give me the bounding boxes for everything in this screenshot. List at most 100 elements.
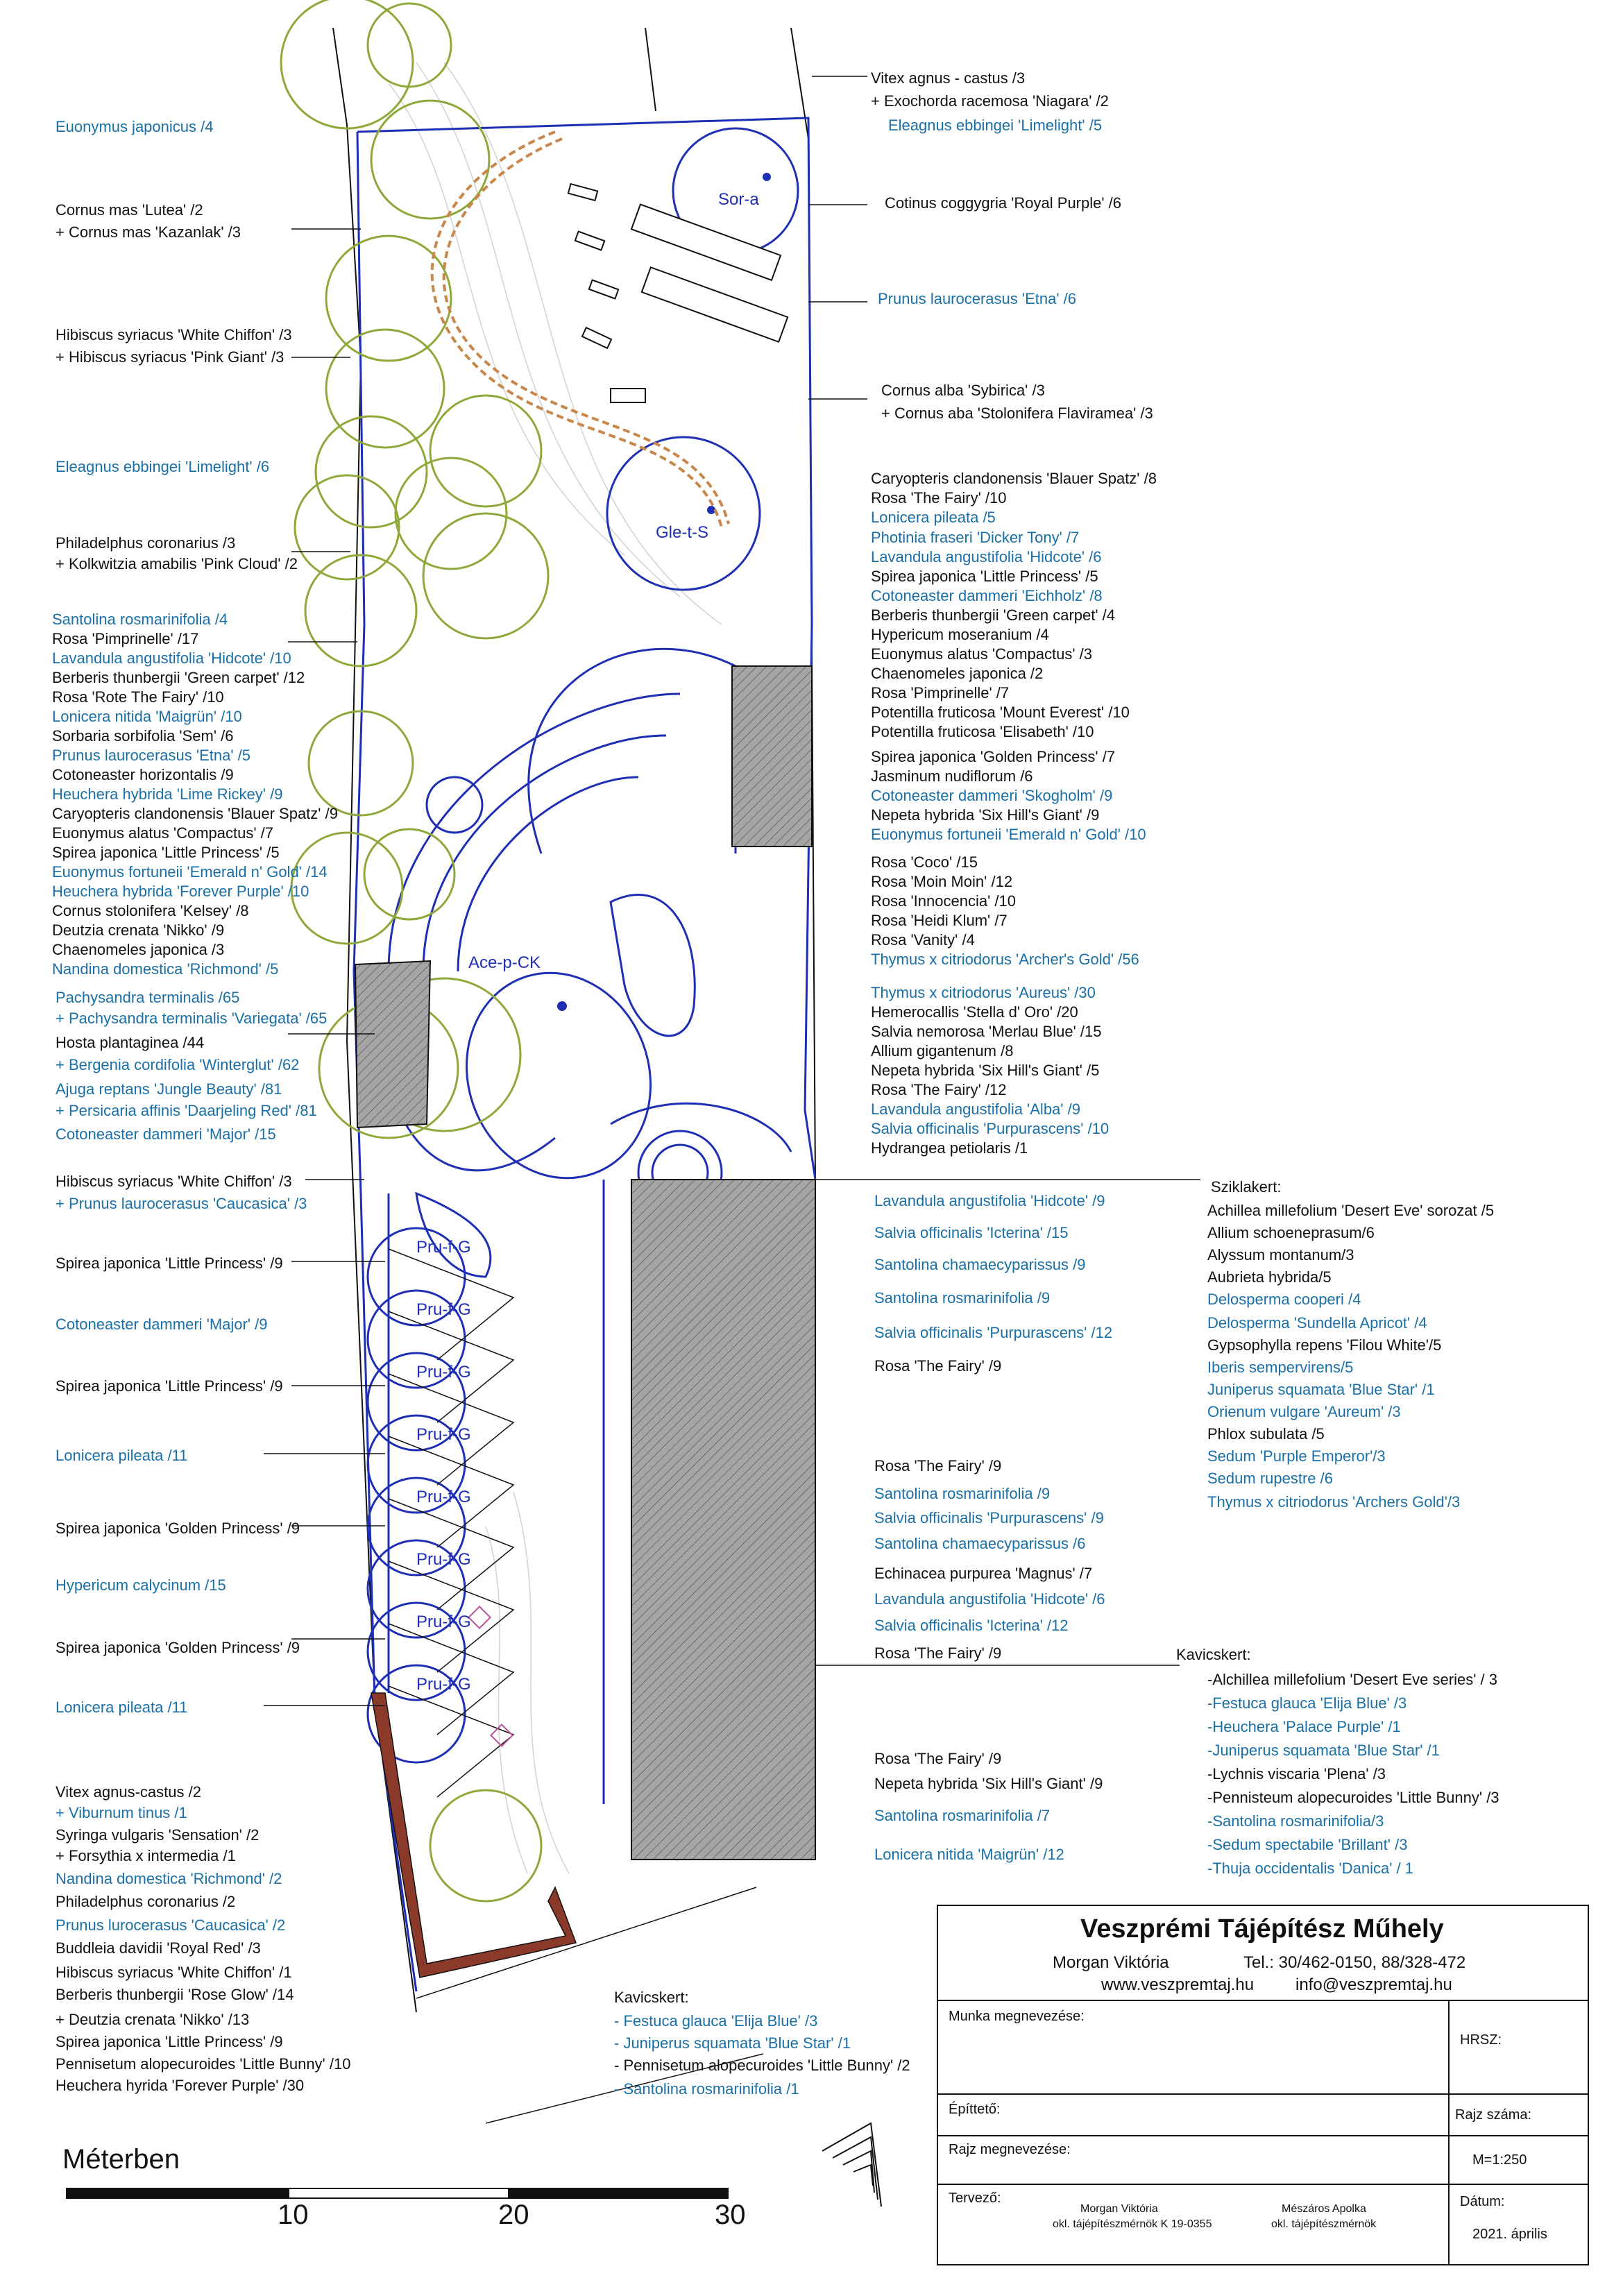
plant-label: Rosa 'The Fairy' /9 — [874, 1750, 1002, 1767]
plant-label: Lavandula angustifolia 'Hidcote' /9 — [874, 1192, 1105, 1209]
plant-label: Cotinus coggygria 'Royal Purple' /6 — [885, 194, 1122, 212]
plant-label: Caryopteris clandonensis 'Blauer Spatz' … — [871, 470, 1157, 487]
plant-label: Prunus lurocerasus 'Caucasica' /2 — [56, 1916, 286, 1934]
plant-label: Philadelphus coronarius /3 — [56, 534, 236, 552]
zone-label-pru: Pru-f-G — [416, 1488, 471, 1506]
benches — [567, 182, 789, 403]
paved-areas — [354, 665, 816, 1860]
plant-label: Santolina chamaecyparissus /6 — [874, 1535, 1086, 1552]
plant-label: + Hibiscus syriacus 'Pink Giant' /3 — [56, 348, 284, 366]
plant-label: Lonicera nitida 'Maigrün' /12 — [874, 1846, 1064, 1863]
plant-label: Pennisetum alopecuroides 'Little Bunny' … — [56, 2055, 351, 2073]
brick-border — [371, 1692, 577, 1978]
plant-label: - Juniperus squamata 'Blue Star' /1 — [614, 2034, 851, 2052]
plant-label: Cornus mas 'Lutea' /2 — [56, 201, 203, 219]
plant-label: Rosa 'The Fairy' /9 — [874, 1644, 1002, 1662]
plant-label: Rosa 'Coco' /15 — [871, 853, 978, 871]
plant-label: Potentilla fruticosa 'Mount Everest' /10 — [871, 704, 1130, 721]
plant-label: Philadelphus coronarius /2 — [56, 1893, 236, 1910]
plant-label: Thymus x citriodorus 'Aureus' /30 — [871, 984, 1096, 1001]
plant-label: - Santolina rosmarinifolia /1 — [614, 2080, 799, 2098]
plant-label: -Alchillea millefolium 'Desert Eve serie… — [1207, 1671, 1497, 1688]
plant-label: Salvia officinalis 'Purpurascens' /12 — [874, 1324, 1113, 1341]
plant-label: + Viburnum tinus /1 — [56, 1804, 187, 1821]
plant-label: Allium schoeneprasum/6 — [1207, 1224, 1375, 1241]
email: info@veszpremtaj.hu — [1295, 1975, 1452, 1994]
scale-bar — [66, 2188, 729, 2199]
plant-label: + Cornus mas 'Kazanlak' /3 — [56, 223, 241, 241]
plant-label: Hypericum moseranium /4 — [871, 626, 1049, 643]
plant-label: Rosa 'Pimprinelle' /7 — [871, 684, 1010, 701]
leader-lines — [264, 76, 1200, 2124]
markers — [468, 1606, 513, 1747]
title-block: Veszprémi Tájépítész Műhely Morgan Viktó… — [937, 1905, 1589, 2265]
plant-label: Euonymus alatus 'Compactus' /3 — [871, 645, 1092, 663]
row-divider — [938, 2093, 1588, 2095]
plant-label: Kavicskert: — [1176, 1646, 1251, 1663]
plant-label: Photinia fraseri 'Dicker Tony' /7 — [871, 529, 1080, 546]
plant-label: Rosa 'Heidi Klum' /7 — [871, 912, 1008, 929]
zone-circles — [366, 127, 799, 1764]
plant-label: + Kolkwitzia amabilis 'Pink Cloud' /2 — [56, 555, 298, 572]
north-arrow-icon — [822, 2122, 882, 2207]
plant-label: + Cornus aba 'Stolonifera Flaviramea' /3 — [881, 405, 1153, 422]
plant-label: Nandina domestica 'Richmond' /5 — [52, 960, 279, 978]
plant-label: Caryopteris clandonensis 'Blauer Spatz' … — [52, 805, 338, 822]
plant-label: Allium gigantenum /8 — [871, 1042, 1014, 1060]
plant-label: Lonicera pileata /11 — [56, 1699, 188, 1716]
plant-label: Delosperma cooperi /4 — [1207, 1291, 1361, 1308]
plant-label: Euonymus japonicus /4 — [56, 118, 214, 135]
plant-label: Hypericum calycinum /15 — [56, 1576, 226, 1594]
firm-name: Veszprémi Tájépítész Műhely — [1080, 1914, 1444, 1944]
scale-value: M=1:250 — [1472, 2152, 1527, 2168]
plant-label: Hydrangea petiolaris /1 — [871, 1139, 1028, 1157]
zone-label-pru: Pru-f-G — [416, 1300, 471, 1319]
plant-label: Spirea japonica 'Little Princess' /9 — [56, 1377, 283, 1395]
plant-label: + Deutzia crenata 'Nikko' /13 — [56, 2011, 250, 2028]
plant-label: Thymus x citriodorus 'Archers Gold'/3 — [1207, 1493, 1461, 1511]
plant-label: Delosperma 'Sundella Apricot' /4 — [1207, 1314, 1427, 1332]
plant-label: Cotoneaster horizontalis /9 — [52, 766, 234, 783]
plant-label: Rosa 'Pimprinelle' /17 — [52, 630, 199, 647]
plant-label: Spirea japonica 'Little Princess' /5 — [871, 568, 1098, 585]
plant-label: Hibiscus syriacus 'White Chiffon' /3 — [56, 1173, 292, 1190]
scale-bar-title: Méterben — [62, 2144, 180, 2175]
plant-label: Achillea millefolium 'Desert Eve' soroza… — [1207, 1202, 1495, 1219]
plant-label: Hosta plantaginea /44 — [56, 1034, 205, 1051]
plant-label: Lavandula angustifolia 'Hidcote' /6 — [871, 548, 1102, 566]
plant-label: Sedum 'Purple Emperor'/3 — [1207, 1447, 1386, 1465]
plant-label: Gypsophylla repens 'Filou White'/5 — [1207, 1336, 1442, 1354]
plant-label: Cotoneaster dammeri 'Major' /9 — [56, 1316, 268, 1333]
plant-label: Santolina rosmarinifolia /7 — [874, 1807, 1051, 1824]
plant-label: Hibiscus syriacus 'White Chiffon' /1 — [56, 1964, 292, 1981]
plant-label: + Forsythia x intermedia /1 — [56, 1847, 236, 1864]
plant-label: -Heuchera 'Palace Purple' /1 — [1207, 1718, 1401, 1735]
plant-label: Sedum rupestre /6 — [1207, 1470, 1333, 1487]
plant-label: Berberis thunbergii 'Green carpet' /12 — [52, 669, 305, 686]
zone-label-pru: Pru-f-G — [416, 1425, 471, 1444]
plant-label: Deutzia crenata 'Nikko' /9 — [52, 921, 225, 939]
plant-label: Lavandula angustifolia 'Hidcote' /10 — [52, 649, 291, 667]
plant-label: -Santolina rosmarinifolia/3 — [1207, 1812, 1384, 1830]
zone-label-pru: Pru-f-G — [416, 1550, 471, 1569]
plant-label: Sorbaria sorbifolia 'Sem' /6 — [52, 727, 234, 745]
plant-label: Spirea japonica 'Little Princess' /5 — [52, 844, 280, 861]
plant-label: Cotoneaster dammeri 'Eichholz' /8 — [871, 587, 1103, 604]
plant-label: Pachysandra terminalis /65 — [56, 989, 240, 1006]
plant-label: Juniperus squamata 'Blue Star' /1 — [1207, 1381, 1435, 1398]
plant-label: Hemerocallis 'Stella d' Oro' /20 — [871, 1003, 1078, 1021]
date-value: 2021. április — [1472, 2227, 1547, 2242]
plant-label: Rosa 'The Fairy' /9 — [874, 1357, 1002, 1375]
plant-label: - Pennisetum alopecuroides 'Little Bunny… — [614, 2057, 910, 2074]
plant-label: Nepeta hybrida 'Six Hill's Giant' /5 — [871, 1062, 1100, 1079]
plant-label: Spirea japonica 'Golden Princess' /9 — [56, 1639, 300, 1656]
plant-label: Santolina chamaecyparissus /9 — [874, 1256, 1086, 1273]
plant-label: Orienum vulgare 'Aureum' /3 — [1207, 1403, 1401, 1420]
plant-label: Lonicera nitida 'Maigrün' /10 — [52, 708, 242, 725]
plant-label: Cornus stolonifera 'Kelsey' /8 — [52, 902, 249, 919]
drawing-name-label: Rajz megnevezése: — [949, 2142, 1071, 2157]
plant-label: Cotoneaster dammeri 'Major' /15 — [56, 1125, 276, 1143]
plant-label: Alyssum montanum/3 — [1207, 1246, 1354, 1264]
designer1-title: okl. tájépítészmérnök K 19-0355 — [1053, 2218, 1212, 2230]
